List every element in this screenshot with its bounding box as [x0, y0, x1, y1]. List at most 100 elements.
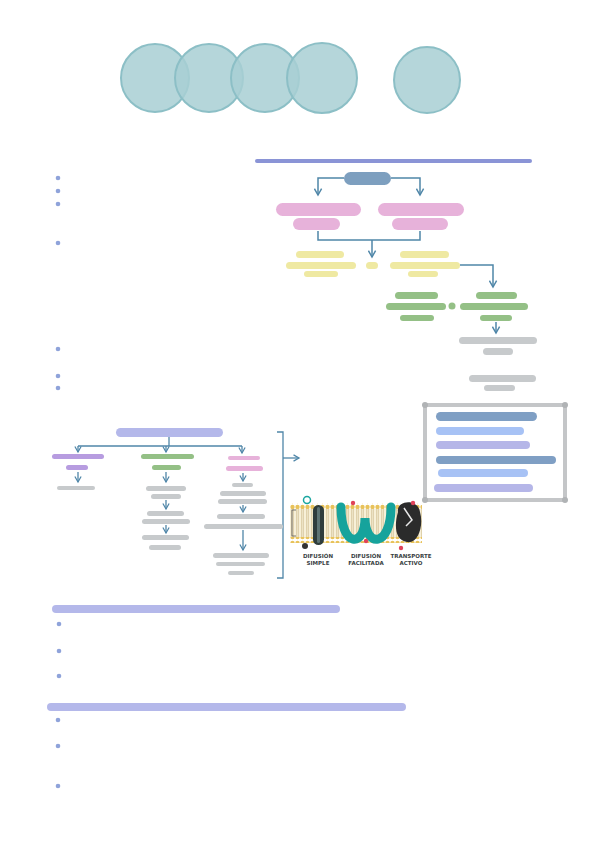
blank-bar: [483, 348, 513, 355]
illustration-label: DIFUSIÓN FACILITADA: [343, 553, 389, 566]
blank-bar: [141, 454, 194, 459]
blank-bar: [293, 218, 340, 230]
blank-bar: [460, 303, 528, 310]
tree-line: [78, 445, 242, 446]
molecule: [364, 539, 368, 543]
blank-bar: [52, 454, 104, 459]
blank-bar: [286, 262, 356, 269]
blank-bar: [400, 315, 434, 321]
blank-bar: [204, 524, 283, 529]
blank-bar: [149, 545, 181, 550]
blank-bar: [232, 483, 253, 487]
flow-arrow: [165, 500, 166, 509]
blank-bar: [276, 203, 361, 216]
bullet-dot: [57, 622, 62, 627]
membrane-bracket: [292, 510, 296, 536]
blank-bar: [480, 315, 512, 321]
flow-arrow: [391, 178, 420, 195]
blank-bar: [66, 465, 88, 470]
blank-bar: [218, 499, 267, 504]
blank-bar: [228, 571, 254, 575]
blank-bar: [438, 469, 528, 477]
blank-bar: [142, 519, 190, 524]
blank-bar: [434, 484, 533, 492]
carrier-protein: [341, 507, 391, 539]
blank-bar: [484, 385, 515, 391]
flow-arrow: [318, 178, 344, 195]
flow-arrow: [495, 322, 497, 333]
flow-arrow: [77, 472, 78, 482]
bullet-dot: [56, 189, 61, 194]
blank-bar: [296, 251, 344, 258]
illustration-label: DIFUSIÓN SIMPLE: [298, 553, 338, 566]
blank-bar: [57, 486, 95, 490]
flow-arrow: [77, 446, 78, 452]
blank-bar: [459, 337, 537, 344]
blank-bar: [226, 466, 263, 471]
flow-arrow: [241, 446, 242, 453]
merge-bracket: [318, 231, 420, 240]
blank-bar: [390, 262, 460, 269]
blank-bar: [142, 535, 189, 540]
flow-arrow: [283, 457, 299, 458]
bullet-dot: [57, 674, 62, 679]
bracket: [277, 432, 283, 578]
blank-bar: [408, 271, 438, 277]
blank-bar: [436, 412, 537, 421]
blank-bar: [436, 427, 524, 435]
channel-pore: [317, 507, 320, 543]
pump-protein: [396, 502, 421, 542]
blank-bar: [213, 553, 269, 558]
tree-line: [168, 437, 169, 446]
illustration-label: TRANSPORTE ACTIVO: [389, 553, 433, 566]
flow-arrow: [242, 530, 243, 550]
bullet-dot: [56, 202, 61, 207]
channel-protein: [313, 505, 324, 545]
blank-pill: [344, 172, 391, 185]
flow-arrow: [242, 473, 243, 481]
blank-bar: [476, 292, 517, 299]
bullet-dot: [56, 176, 61, 181]
blank-bar: [386, 303, 446, 310]
blank-bar: [378, 203, 464, 216]
flow-arrow: [165, 446, 166, 452]
molecule: [351, 501, 355, 505]
blank-bar: [147, 511, 184, 516]
pump-detail: [404, 508, 412, 526]
molecule: [411, 501, 415, 505]
frame-corner: [562, 402, 568, 408]
blank-dot: [449, 303, 456, 310]
bullet-dot: [56, 374, 61, 379]
flow-arrow: [242, 505, 243, 512]
molecule: [304, 497, 311, 504]
bullet-dot: [56, 241, 61, 246]
title-circle: [287, 43, 357, 113]
blank-bar: [152, 465, 181, 470]
bullet-dot: [56, 744, 61, 749]
flow-arrow: [165, 525, 166, 533]
divider-line: [257, 159, 530, 163]
blank-bar: [400, 251, 449, 258]
flow-arrow: [460, 265, 493, 287]
blank-bar: [151, 494, 181, 499]
blank-bar: [436, 441, 530, 449]
blank-bar: [304, 271, 338, 277]
blank-heading-bar: [52, 605, 340, 613]
blank-bar: [395, 292, 438, 299]
blank-bar: [228, 456, 260, 460]
blank-bar: [220, 491, 266, 496]
blank-heading-bar: [47, 703, 406, 711]
blank-bar: [216, 562, 265, 566]
flow-arrow: [165, 472, 166, 482]
blank-bar: [392, 218, 448, 230]
blank-bar: [146, 486, 186, 491]
molecule: [399, 546, 403, 550]
molecule: [302, 543, 308, 549]
blank-bar: [366, 262, 378, 269]
blank-bar: [436, 456, 556, 464]
bullet-dot: [56, 347, 61, 352]
blank-pill: [116, 428, 223, 437]
bullet-dot: [56, 718, 61, 723]
blank-bar: [217, 514, 265, 519]
frame-corner: [422, 402, 428, 408]
